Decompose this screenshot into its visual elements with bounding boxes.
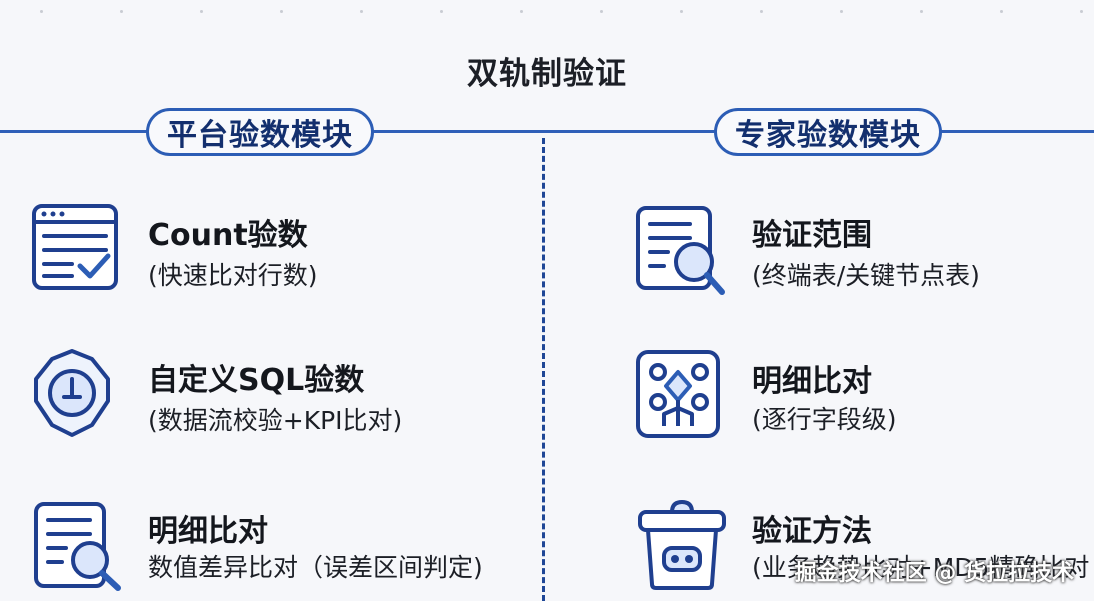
item-detail: (逐行字段级) bbox=[752, 405, 897, 434]
item-detail: 数值差异比对（误差区间判定) bbox=[148, 553, 483, 582]
robot-box-icon bbox=[638, 499, 726, 590]
checklist-window-icon bbox=[32, 204, 118, 290]
item-detail: (业务趋势比对+MD5精确比对 bbox=[752, 553, 1090, 582]
item-detail: (终端表/关键节点表) bbox=[752, 261, 980, 290]
site-watermark: 掘金技术社区 @ 货拉拉技术 bbox=[794, 561, 1074, 586]
center-rule bbox=[372, 130, 716, 133]
left-rule bbox=[0, 130, 148, 133]
document-magnifier-icon bbox=[636, 206, 725, 295]
panel-divider bbox=[542, 138, 545, 601]
right-rule bbox=[940, 130, 1094, 133]
item-heading: 明细比对 bbox=[148, 514, 268, 549]
item-heading: Count验数 bbox=[148, 218, 308, 253]
diagram-title: 双轨制验证 bbox=[467, 56, 627, 92]
item-heading: 明细比对 bbox=[752, 364, 872, 399]
item-detail: (数据流校验+KPI比对) bbox=[148, 406, 403, 435]
item-heading: 验证范围 bbox=[752, 218, 872, 253]
expert-module-label: 专家验数模块 bbox=[714, 108, 942, 156]
item-heading: 自定义SQL验数 bbox=[148, 363, 365, 398]
top-dot-border bbox=[0, 0, 1094, 20]
item-heading: 验证方法 bbox=[752, 514, 872, 549]
item-detail: (快速比对行数) bbox=[148, 261, 318, 290]
document-search-icon bbox=[34, 502, 121, 591]
platform-module-label: 平台验数模块 bbox=[146, 108, 374, 156]
shield-clock-icon bbox=[34, 349, 110, 437]
flow-diagram-icon bbox=[636, 350, 720, 438]
